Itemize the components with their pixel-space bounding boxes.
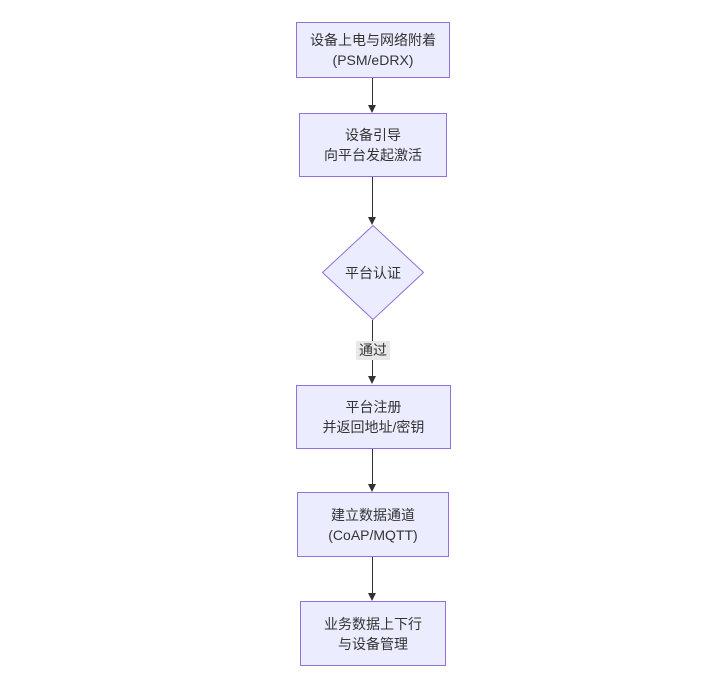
edge-label-pass: 通过 (356, 341, 390, 360)
node-text-line: 并返回地址/密钥 (322, 419, 425, 435)
node-text-line: 平台注册 (345, 399, 402, 415)
arrowhead-down-icon (368, 217, 376, 225)
node-text-line: 业务数据上下行 (324, 615, 422, 632)
arrowhead-down-icon (368, 484, 376, 492)
node-text-line: (PSM/eDRX) (332, 52, 414, 68)
node-text-line: (CoAP/MQTT) (328, 526, 418, 543)
decision-platform-auth: 平台认证 (322, 225, 424, 320)
node-text-line: 向平台发起激活 (324, 147, 422, 163)
node-data-channel: 建立数据通道 (CoAP/MQTT) (297, 492, 449, 557)
arrowhead-down-icon (368, 105, 376, 113)
node-text-line: 与设备管理 (338, 635, 408, 652)
node-device-bootstrap-activate: 设备引导 向平台发起激活 (299, 113, 447, 177)
node-device-power-network-attach: 设备上电与网络附着 (PSM/eDRX) (296, 22, 450, 78)
node-text-line: 设备引导 (345, 127, 401, 143)
edge-connector (372, 557, 373, 595)
arrowhead-down-icon (368, 593, 376, 601)
decision-label: 平台认证 (345, 264, 401, 281)
node-business-data-device-mgmt: 业务数据上下行 与设备管理 (300, 601, 446, 666)
edge-connector (372, 449, 373, 486)
node-text-line: 建立数据通道 (331, 506, 415, 523)
diamond-shape (322, 225, 424, 320)
edge-connector (372, 177, 373, 219)
arrowhead-down-icon (368, 376, 376, 384)
edge-connector (372, 78, 373, 107)
node-platform-register: 平台注册 并返回地址/密钥 (296, 385, 451, 449)
node-text-line: 设备上电与网络附着 (310, 32, 436, 48)
